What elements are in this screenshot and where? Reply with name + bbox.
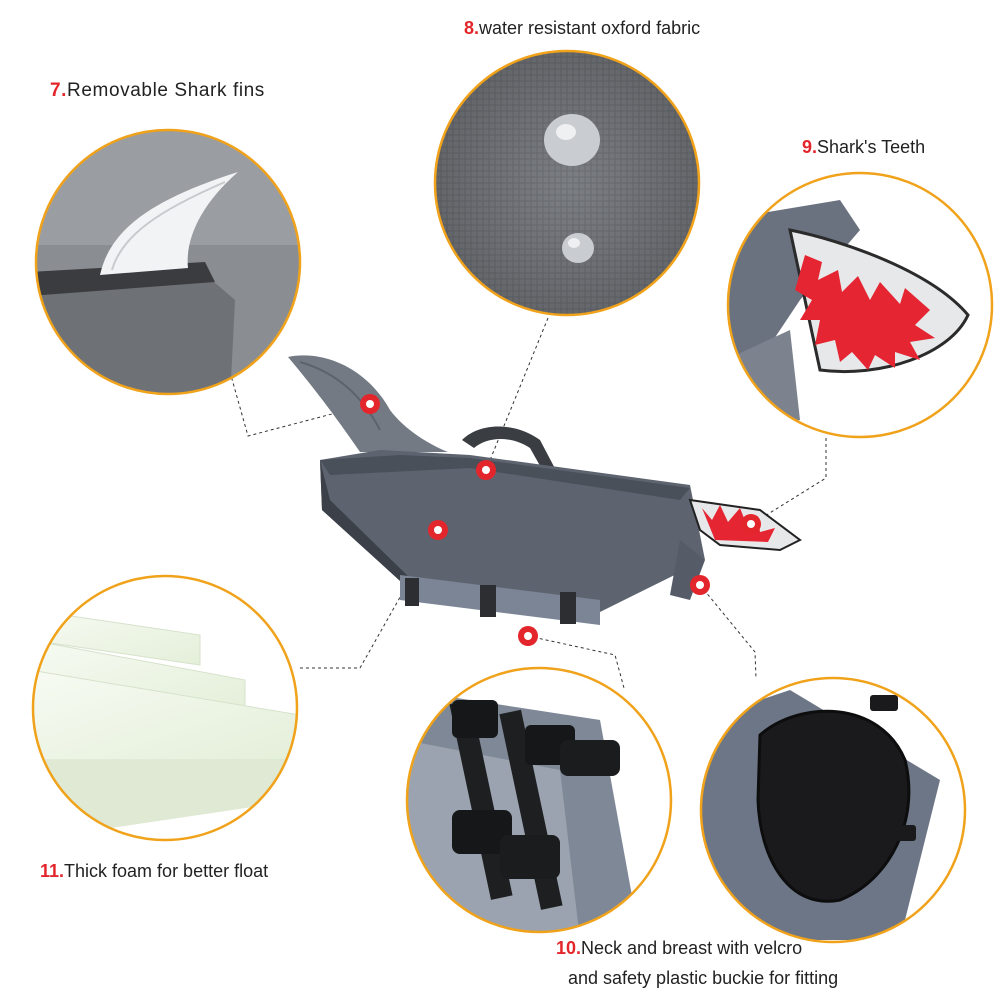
marker-teeth <box>741 514 761 534</box>
leader-velcro <box>699 584 757 679</box>
teeth-detail-ring <box>726 171 994 439</box>
foam-detail-ring <box>31 574 299 842</box>
fin-detail-ring <box>34 128 302 396</box>
fin-detail-image <box>36 130 300 394</box>
velcro-detail-ring <box>699 676 967 944</box>
callout-number: 9. <box>802 137 818 157</box>
callout-fins: 7.Removable Shark fins <box>50 80 265 102</box>
foam-detail-image <box>33 576 297 840</box>
callout-fabric: 8.water resistant oxford fabric <box>464 18 700 39</box>
marker-fabric <box>476 460 496 480</box>
callout-number: 11. <box>40 861 65 881</box>
callout-text-line2: and safety plastic buckie for fitting <box>568 968 839 988</box>
callout-text: water resistant oxford fabric <box>479 18 701 38</box>
leader-teeth <box>751 438 827 525</box>
callout-text: Removable Shark fins <box>67 80 265 101</box>
callout-number: 8. <box>464 18 480 38</box>
fabric-detail-ring <box>433 49 701 317</box>
callout-velcro: 10.Neck and breast with velcro and safet… <box>556 933 838 993</box>
location-markers <box>360 394 761 646</box>
fabric-detail-image <box>435 51 699 315</box>
callout-text: Shark's Teeth <box>817 137 926 157</box>
marker-foam <box>428 520 448 540</box>
buckle-detail-image <box>407 668 671 932</box>
leader-lines <box>229 317 827 689</box>
marker-velcro <box>690 575 710 595</box>
teeth-detail-image <box>728 173 992 437</box>
leader-fins <box>229 371 371 437</box>
callout-number: 7. <box>50 80 68 101</box>
callout-text: Neck and breast with velcro <box>581 938 803 958</box>
buckle-detail-ring <box>405 666 673 934</box>
marker-buckle <box>518 626 538 646</box>
callout-number: 10. <box>556 938 582 958</box>
marker-fins <box>360 394 380 414</box>
callout-teeth: 9.Shark's Teeth <box>802 137 925 158</box>
leader-foam <box>300 529 439 669</box>
callout-foam: 11.Thick foam for better float <box>40 861 268 882</box>
callout-text: Thick foam for better float <box>64 861 269 881</box>
velcro-detail-image <box>701 678 965 942</box>
